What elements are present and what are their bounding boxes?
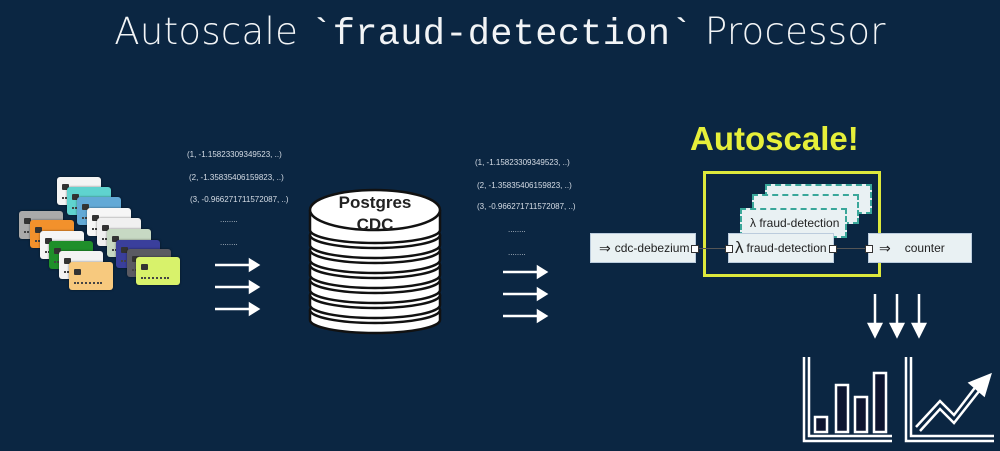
credit-card-icon (136, 257, 180, 285)
node-label: cdc-debezium (614, 241, 690, 255)
ghost-label: λ fraud-detection (750, 216, 840, 230)
lambda-icon: λ (735, 238, 744, 257)
node-cdc-debezium[interactable]: ⇒ cdc-debezium (590, 233, 699, 263)
down-arrows-icon (866, 294, 928, 339)
record-line: (2, -1.35835406159823, ..) (477, 181, 572, 190)
postgres-database-icon (308, 188, 442, 335)
sink-arrow-icon: ⇒ (879, 239, 891, 256)
ellipsis: ........ (508, 248, 526, 257)
title-code: `fraud-detection` (310, 14, 693, 56)
credit-card-icon (69, 262, 113, 290)
record-line: (3, -0.966271711572087, ..) (477, 202, 576, 211)
input-port[interactable] (725, 245, 733, 253)
line-chart-icon (904, 357, 994, 443)
source-arrow-icon: ⇒ (599, 239, 611, 256)
ellipsis: ........ (508, 225, 526, 234)
record-line: (1, -1.15823309349523, ..) (475, 158, 570, 167)
output-port[interactable] (691, 245, 699, 253)
bar-chart-icon (802, 357, 892, 443)
node-fraud-detection[interactable]: λ fraud-detection (725, 233, 837, 263)
ellipsis: ........ (220, 238, 238, 247)
node-counter[interactable]: ⇒ counter (865, 233, 972, 263)
node-label: fraud-detection (746, 241, 827, 255)
autoscale-highlight-box (703, 171, 881, 277)
arrows-to-pipeline (503, 264, 549, 324)
database-label-line2: CDC (356, 215, 394, 234)
output-port[interactable] (829, 245, 837, 253)
database-label-line1: Postgres (338, 193, 412, 212)
record-line: (3, -0.966271711572087, ..) (190, 195, 289, 204)
ellipsis: ........ (220, 215, 238, 224)
title-prefix: Autoscale (114, 10, 311, 53)
title-suffix: Processor (692, 10, 886, 53)
arrows-to-database (215, 257, 261, 317)
input-port[interactable] (865, 245, 873, 253)
autoscale-label: Autoscale! (690, 120, 859, 157)
node-label: counter (904, 241, 945, 255)
database-label: Postgres CDC (305, 192, 445, 236)
record-line: (1, -1.15823309349523, ..) (187, 150, 282, 159)
slide-title: Autoscale `fraud-detection` Processor (0, 10, 1000, 56)
record-line: (2, -1.35835406159823, ..) (189, 173, 284, 182)
